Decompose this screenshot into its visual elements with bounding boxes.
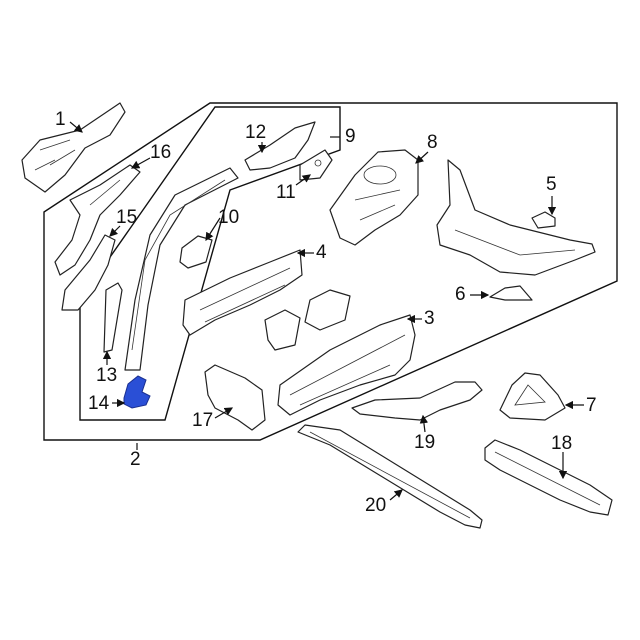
part-8[interactable] [329, 149, 419, 246]
part-15[interactable] [61, 234, 116, 311]
callout-14: 14 [88, 393, 110, 414]
part-1[interactable] [21, 102, 126, 193]
callout-18: 18 [551, 433, 573, 454]
callout-15: 15 [116, 207, 138, 228]
part-20[interactable] [297, 424, 483, 529]
callout-20: 20 [365, 495, 387, 516]
leader-lines [69, 121, 584, 501]
front-rail-assembly[interactable] [436, 159, 596, 276]
callout-10: 10 [218, 207, 240, 228]
callout-1: 1 [55, 109, 66, 130]
callout-12: 12 [245, 122, 267, 143]
callout-2: 2 [130, 449, 141, 470]
part-5[interactable] [531, 211, 556, 229]
callout-3: 3 [424, 308, 435, 329]
part-6[interactable] [489, 285, 533, 301]
part-3[interactable] [277, 314, 416, 416]
callout-17: 17 [192, 410, 214, 431]
callout-13: 13 [96, 365, 118, 386]
part-12[interactable] [244, 121, 316, 171]
callout-8: 8 [427, 132, 438, 153]
part-11[interactable] [299, 149, 333, 181]
callout-9: 9 [345, 126, 356, 147]
callout-4: 4 [316, 242, 327, 263]
part-18[interactable] [484, 439, 613, 516]
callout-5: 5 [546, 174, 557, 195]
callout-16: 16 [150, 142, 172, 163]
group-box-2 [43, 102, 618, 441]
part-16[interactable] [54, 164, 141, 276]
part-17[interactable] [204, 364, 266, 431]
pillar-assembly[interactable] [124, 167, 239, 371]
callout-7: 7 [586, 395, 597, 416]
part-13[interactable] [103, 282, 123, 353]
part-19[interactable] [351, 381, 483, 421]
part-14[interactable] [123, 375, 151, 409]
part-4[interactable] [182, 249, 303, 336]
callout-11: 11 [276, 182, 296, 203]
callout-6: 6 [455, 284, 466, 305]
part-10[interactable] [179, 235, 213, 269]
part-7[interactable] [499, 372, 566, 421]
callout-19: 19 [414, 432, 436, 453]
small-brackets[interactable] [264, 289, 351, 351]
